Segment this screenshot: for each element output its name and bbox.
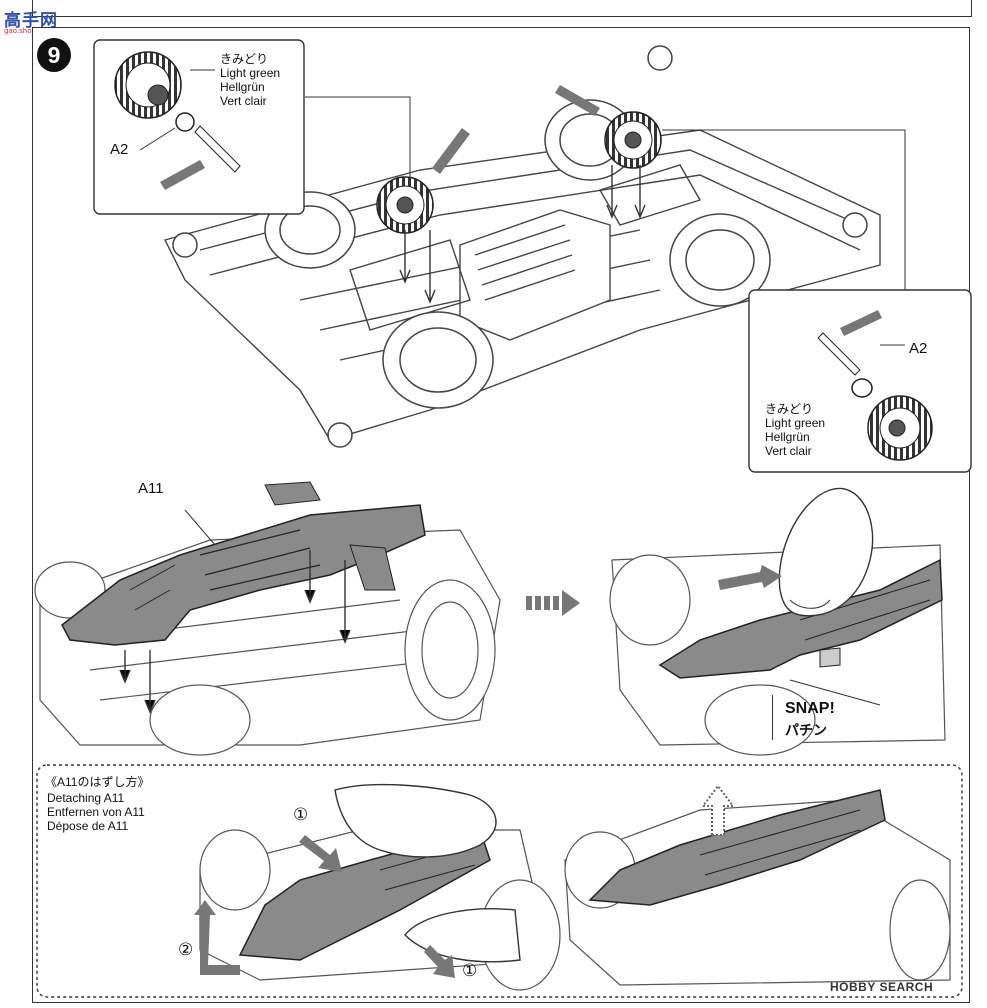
cover-a11-left [61,481,426,714]
callout-left-color-de: Hellgrün [220,80,265,94]
callout-left-color-en: Light green [220,66,281,80]
finger-press-icon [718,487,874,617]
detach-right-cover [588,789,886,906]
callout-left-gear [114,51,241,190]
cover-part-label: A11 [138,480,164,497]
step-marker-1-top: ① [293,805,309,824]
step-marker-1-bottom: ① [462,961,478,980]
snap-label: SNAP! [785,700,835,717]
push-arrows [194,835,455,978]
detaching-title-ja: 《A11のはずし方》 [45,775,150,789]
detaching-line-en: Detaching A11 [47,791,125,805]
callout-right-color-ja: きみどり [765,402,814,416]
callout-right-color-en: Light green [765,416,826,430]
detaching-line-fr: Dépose de A11 [47,819,129,833]
step-marker-2: ② [178,940,194,959]
detaching-line-de: Entfernen von A11 [47,805,145,819]
snap-leader [789,679,881,706]
callout-leaders [305,96,906,290]
watermark-logo-subtext: gao.shou.com [4,27,54,35]
callout-right-part-label: A2 [909,340,928,357]
callout-left-part-label: A2 [110,141,129,158]
callout-right-color-fr: Vert clair [765,444,812,458]
cover-a11-right [658,558,943,679]
snap-label-divider [772,695,773,740]
chassis-gears [376,85,662,304]
detach-right-chassis [564,799,951,986]
step-number-badge: 9 [37,38,71,72]
watermark-logo: 高手网 [4,11,58,31]
hand-icon [334,783,521,963]
lift-arrow [701,784,735,836]
callout-left-color-ja: きみどり [220,52,269,66]
callout-right-color-de: Hellgrün [765,430,810,444]
page-top-border [32,0,972,17]
callout-right-gear [817,310,933,461]
callout-left-color-fr: Vert clair [220,94,267,108]
snap-label-ja: パチン [785,722,827,738]
watermark-hobby-search: HOBBY SEARCH [830,980,934,994]
transition-arrow [526,590,580,616]
